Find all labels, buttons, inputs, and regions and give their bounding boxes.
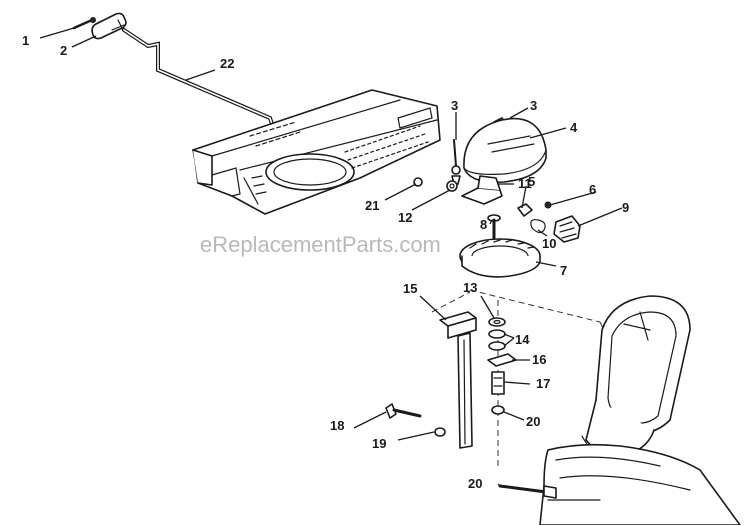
callout-7: 7: [560, 263, 567, 278]
part-19-washer: [434, 427, 446, 437]
leader-lines: [39, 27, 623, 487]
callout-20-lower: 20: [468, 476, 482, 491]
control-panel: [192, 89, 441, 215]
callout-15: 15: [403, 281, 417, 296]
part-3-screw-left: [451, 139, 461, 185]
callout-17: 17: [536, 376, 550, 391]
callout-labels: 1 2 22 3 3 4 11 5 6 9 21 12 8 10 7 13 15…: [22, 33, 629, 491]
callout-8: 8: [480, 217, 487, 232]
part-20-bolt-lower: [498, 484, 557, 499]
part-20-nut-upper: [491, 405, 505, 415]
callout-5: 5: [528, 174, 535, 189]
part-4-knob-cap: [463, 117, 547, 184]
callout-10: 10: [542, 236, 556, 251]
callout-18: 18: [330, 418, 344, 433]
part-12-nut: [446, 180, 458, 192]
part-10-spring: [530, 219, 546, 234]
callout-3-left: 3: [451, 98, 458, 113]
discharge-chute: [581, 295, 691, 465]
callout-11: 11: [518, 176, 532, 191]
part-5-nut: [517, 203, 533, 217]
callout-14: 14: [515, 332, 530, 347]
auger-housing: [539, 443, 741, 525]
callout-16: 16: [532, 352, 546, 367]
callout-4: 4: [570, 120, 578, 135]
part-22-crank-rod: [122, 28, 274, 126]
part-17-coupler: [491, 371, 505, 395]
callout-12: 12: [398, 210, 412, 225]
callout-6: 6: [589, 182, 596, 197]
part-13-washer: [488, 317, 506, 327]
part-7-ring-gear: [459, 238, 541, 278]
watermark-text: eReplacementParts.com: [200, 232, 441, 257]
callout-2: 2: [60, 43, 67, 58]
part-14-washers: [488, 329, 506, 351]
part-18-bolt: [385, 403, 422, 419]
callout-13: 13: [463, 280, 477, 295]
part-2-handle-grip: [91, 12, 127, 40]
part-15-shaft-bracket: [439, 311, 477, 449]
callout-1: 1: [22, 33, 29, 48]
callout-19: 19: [372, 436, 386, 451]
part-11-bracket: [461, 175, 503, 205]
callout-9: 9: [622, 200, 629, 215]
part-9-pinion: [553, 215, 581, 243]
callout-21: 21: [365, 198, 379, 213]
part-1-pin: [72, 17, 96, 30]
callout-20-upper: 20: [526, 414, 540, 429]
part-16-plate: [487, 353, 517, 367]
callout-3-top: 3: [530, 98, 537, 113]
callout-22: 22: [220, 56, 234, 71]
